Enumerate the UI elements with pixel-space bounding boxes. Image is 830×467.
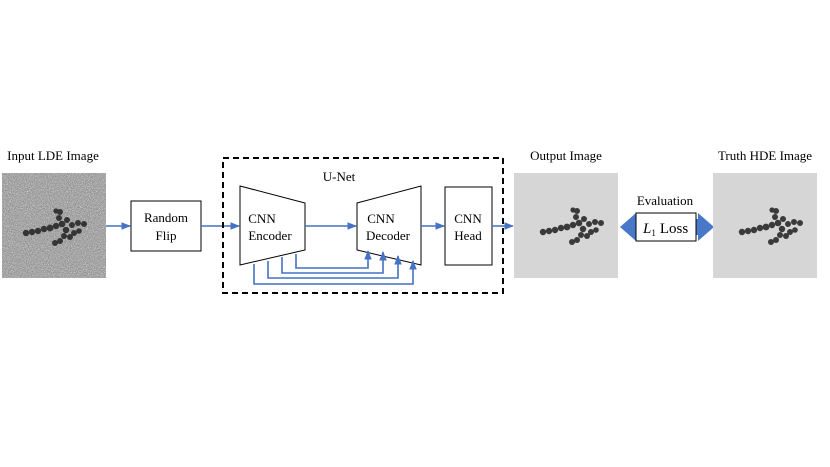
output-image bbox=[514, 173, 618, 278]
unet-container bbox=[222, 157, 504, 294]
unet-title: U-Net bbox=[323, 169, 356, 184]
l1-loss-label: L1 Loss bbox=[642, 221, 688, 238]
skip-connection-1 bbox=[295, 250, 372, 269]
random-flip-label-line1: Random bbox=[144, 210, 188, 225]
random-flip-block: Random Flip bbox=[130, 200, 202, 252]
encoder-label-line1: CNN bbox=[248, 211, 276, 226]
truth-hde-image bbox=[713, 173, 817, 278]
cnn-decoder-block: CNN Decoder bbox=[356, 185, 422, 266]
input-lde-image bbox=[2, 173, 106, 278]
l1-loss-block: L1 Loss bbox=[635, 212, 697, 242]
encoder-label-line2: Encoder bbox=[248, 228, 292, 243]
evaluation-label: Evaluation bbox=[637, 193, 694, 208]
l1-subscript: 1 bbox=[651, 228, 656, 238]
output-image-title: Output Image bbox=[530, 148, 602, 163]
skip-connection-4 bbox=[253, 260, 417, 285]
random-flip-label-line2: Flip bbox=[156, 228, 177, 243]
l1-loss-word: Loss bbox=[660, 221, 689, 237]
skip-connection-2 bbox=[281, 251, 387, 274]
head-label-line1: CNN bbox=[454, 211, 482, 226]
skip-connections bbox=[253, 250, 417, 285]
decoder-label-line1: CNN bbox=[367, 211, 395, 226]
l1-symbol: L bbox=[642, 221, 651, 237]
truth-image-title: Truth HDE Image bbox=[718, 148, 812, 163]
skip-connection-3 bbox=[267, 255, 402, 279]
head-label-line2: Head bbox=[454, 228, 482, 243]
decoder-label-line2: Decoder bbox=[366, 228, 411, 243]
cnn-head-block: CNN Head bbox=[444, 186, 493, 266]
cnn-encoder-block: CNN Encoder bbox=[239, 185, 306, 266]
input-image-title: Input LDE Image bbox=[7, 148, 99, 163]
